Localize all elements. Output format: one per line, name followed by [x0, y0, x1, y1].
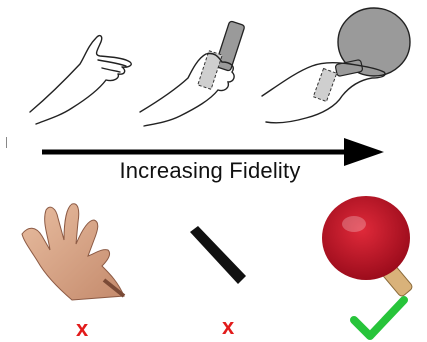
hand-sketches-row	[0, 0, 427, 140]
ping-pong-paddle-photo	[318, 192, 423, 300]
hand-holding-paddle-sketch	[262, 8, 410, 123]
real-hand-photo	[12, 196, 127, 301]
fail-mark-hand: x	[76, 316, 88, 342]
edge-tick	[6, 137, 7, 148]
hand-holding-stick-sketch	[140, 21, 245, 126]
checkmark-icon	[350, 296, 408, 340]
open-hand-sketch	[30, 36, 131, 124]
caption-label: Increasing Fidelity	[100, 158, 320, 184]
black-stick-photo	[182, 222, 252, 288]
fail-mark-stick: x	[222, 314, 234, 340]
